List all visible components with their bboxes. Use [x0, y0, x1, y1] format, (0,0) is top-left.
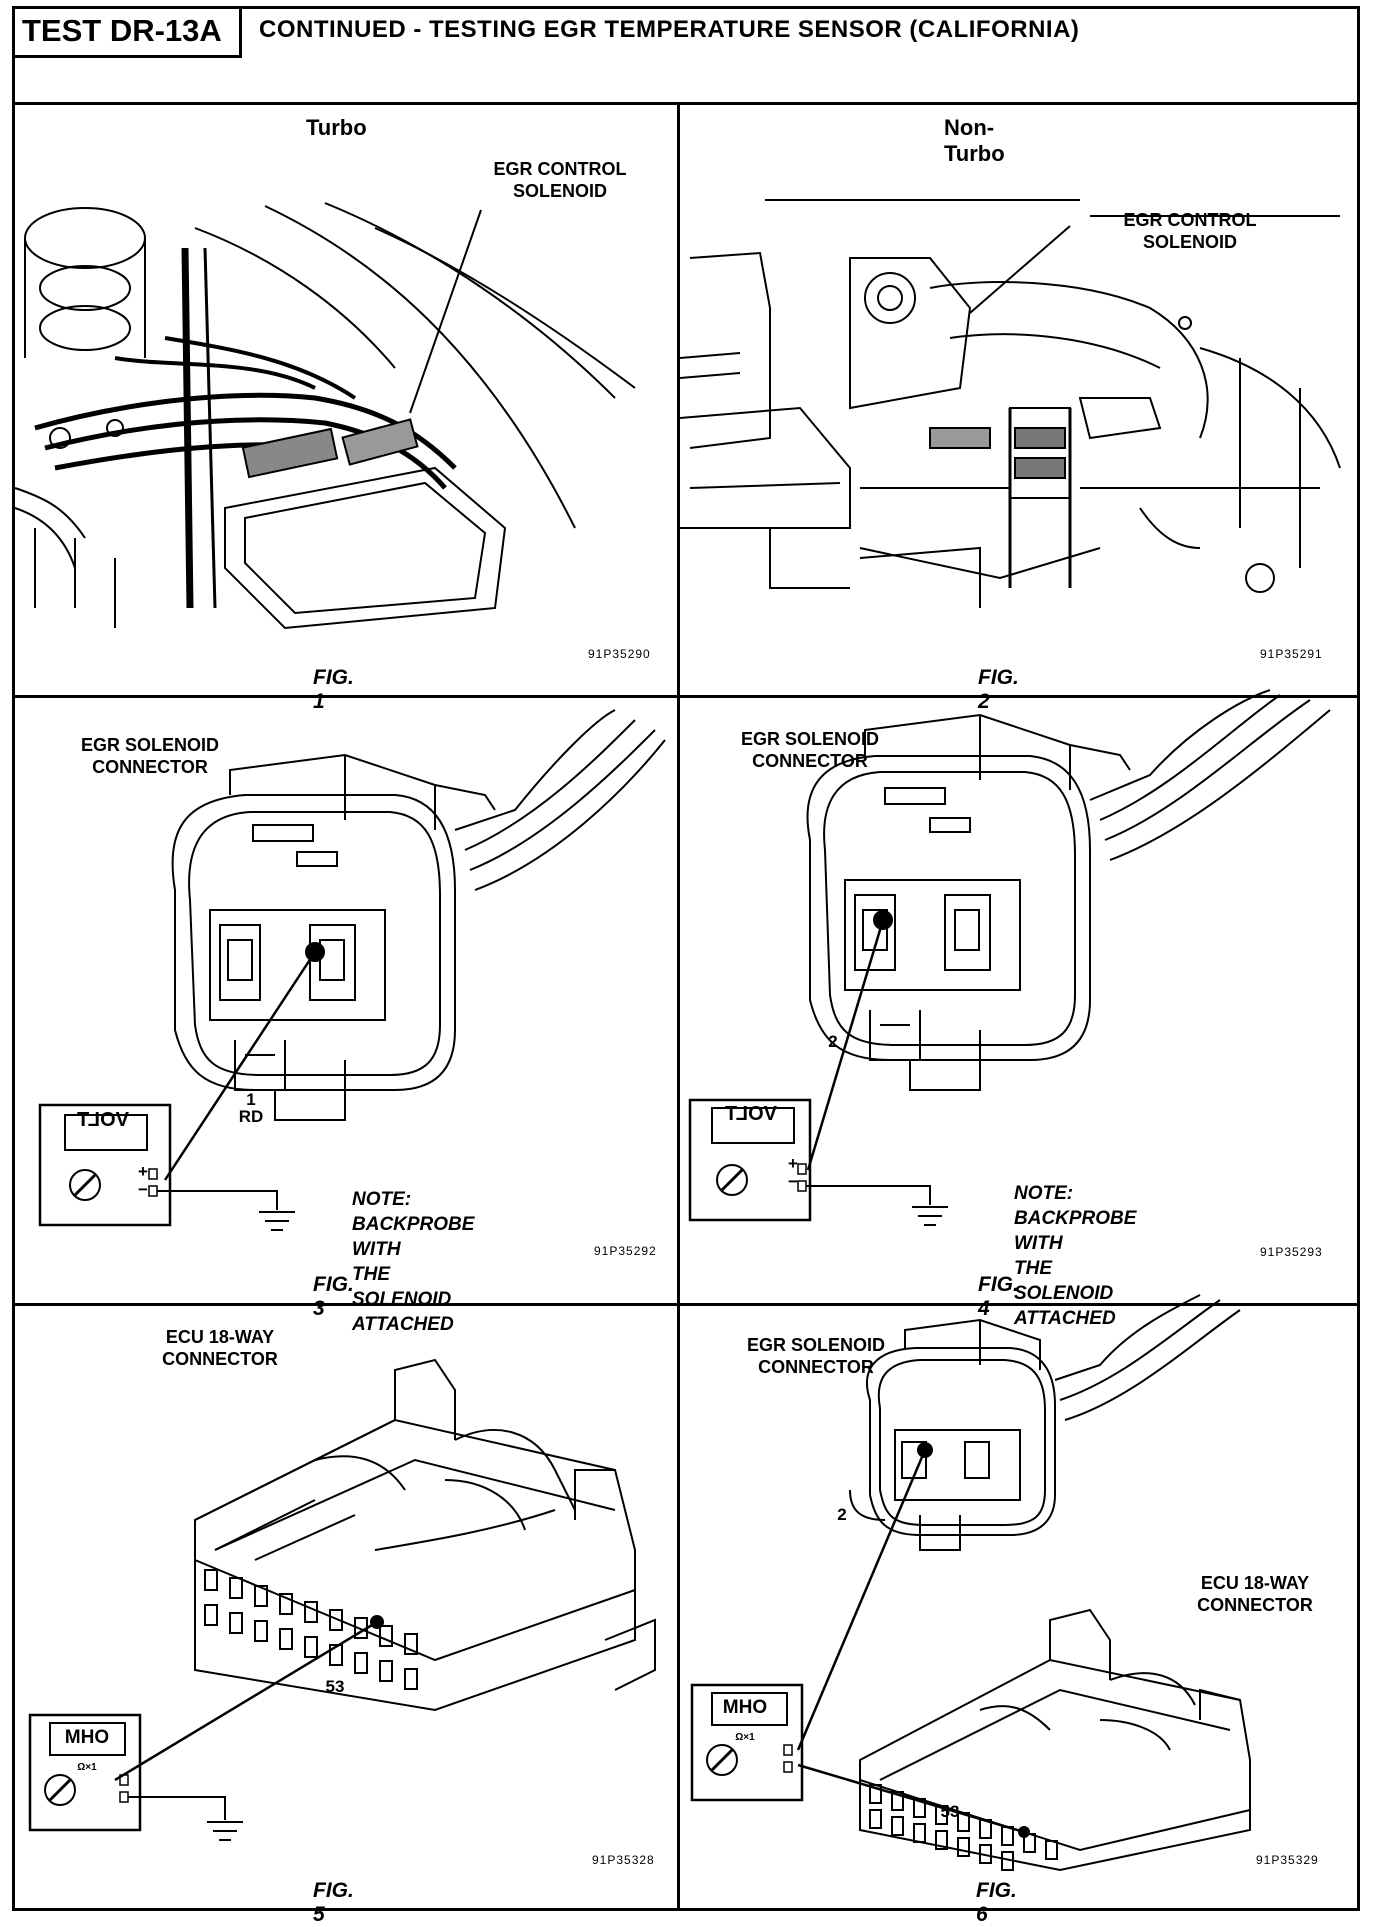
figure-4-plus-sign: +	[788, 1154, 798, 1173]
figure-6-pin-solenoid: 2	[837, 1505, 847, 1524]
figure-3-wire-color: RD	[238, 1107, 264, 1126]
figure-2-caption: FIG. 2	[978, 666, 1019, 713]
figure-1-title: Turbo	[306, 115, 367, 140]
figure-4-meter-display: VOLT	[725, 1103, 777, 1125]
figure-1-engine-illustration	[15, 108, 677, 628]
figure-5-ecu-connector-diagram	[15, 1310, 677, 1890]
figure-3-minus-sign: −	[138, 1180, 148, 1199]
figure-6-code: 91P35329	[1256, 1853, 1319, 1867]
figure-4-minus-sign: −	[788, 1172, 798, 1191]
figure-1-callout: EGR CONTROL SOLENOID	[493, 159, 627, 201]
figure-3-plus-sign: +	[138, 1162, 148, 1181]
figure-6-ecu-label: ECU 18-WAY CONNECTOR	[1197, 1573, 1313, 1615]
figure-2-code: 91P35291	[1260, 647, 1323, 661]
row-divider-2	[12, 1303, 1360, 1306]
figure-4-connector-label: EGR SOLENOID CONNECTOR	[740, 729, 879, 771]
figure-2-engine-illustration	[680, 108, 1355, 628]
figure-5-connector-label: ECU 18-WAY CONNECTOR	[162, 1327, 278, 1369]
figure-3-code: 91P35292	[594, 1244, 657, 1258]
figure-3-note: NOTE: BACKPROBE WITH THE SOLENOID ATTACH…	[352, 1189, 475, 1335]
figure-4-connector-diagram	[680, 700, 1355, 1280]
figure-4-voltmeter	[690, 1100, 948, 1225]
figure-6-connector-diagram	[680, 1310, 1355, 1890]
figure-3-meter-display: VOLT	[77, 1109, 129, 1131]
figure-5-range: Ω×1	[77, 1762, 97, 1773]
test-id: TEST DR-13A	[12, 6, 242, 58]
figure-6-solenoid-label: EGR SOLENOID CONNECTOR	[746, 1335, 885, 1377]
figure-6-caption: FIG. 6	[976, 1879, 1017, 1926]
figure-3-caption: FIG. 3	[313, 1273, 354, 1320]
figure-5-code: 91P35328	[592, 1853, 655, 1867]
figure-5-ohmmeter	[30, 1715, 243, 1840]
page-title: CONTINUED - TESTING EGR TEMPERATURE SENS…	[259, 16, 1080, 43]
figure-4-pin-number: 2	[828, 1032, 838, 1051]
figure-4-code: 91P35293	[1260, 1245, 1323, 1259]
page-frame	[12, 6, 1360, 1911]
figure-3-voltmeter	[40, 1105, 295, 1230]
figure-5-meter-display: OHM	[64, 1727, 110, 1748]
header: TEST DR-13A CONTINUED - TESTING EGR TEMP…	[12, 6, 1360, 105]
figure-3-connector-diagram	[15, 700, 677, 1280]
figure-1-code: 91P35290	[588, 647, 651, 661]
row-divider-1	[12, 695, 1360, 698]
figure-6-ohmmeter	[692, 1685, 802, 1800]
column-divider	[677, 105, 680, 1911]
figure-6-pin-ecu: 53	[940, 1802, 960, 1821]
figure-3-pin-number: 1	[246, 1090, 256, 1109]
figure-4-note: NOTE: BACKPROBE WITH THE SOLENOID ATTACH…	[1014, 1183, 1137, 1329]
figure-5-pin-number: 53	[325, 1677, 345, 1696]
figure-4-caption: FIG. 4	[978, 1273, 1019, 1320]
figure-5-caption: FIG. 5	[313, 1879, 354, 1926]
figure-6-meter-display: OHM	[722, 1697, 768, 1718]
figure-6-range: Ω×1	[735, 1732, 755, 1743]
figure-3-connector-label: EGR SOLENOID CONNECTOR	[80, 735, 219, 777]
figure-1-caption: FIG. 1	[313, 666, 354, 713]
figure-2-title: Non-Turbo	[944, 115, 1005, 166]
